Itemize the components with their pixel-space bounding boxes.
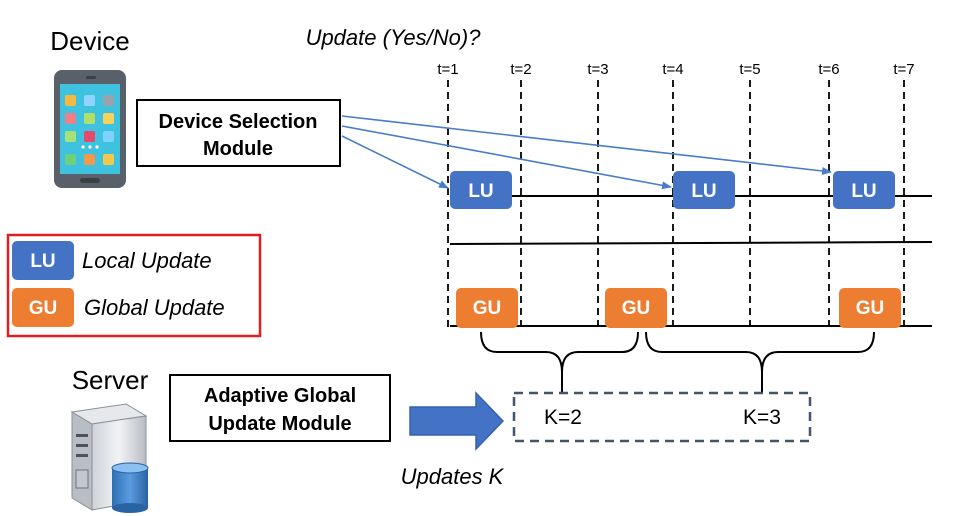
- device-selection-module: Device Selection Module: [136, 99, 341, 167]
- device-selection-module-line2: Module: [203, 138, 273, 160]
- adaptive-global-update-module: Adaptive Global Update Module: [169, 374, 391, 442]
- legend-item-global-update: GU Global Update: [12, 288, 225, 327]
- global-update-badge: GU: [605, 288, 667, 328]
- time-ticks: t=1 t=2 t=3 t=4 t=5 t=6 t=7: [437, 61, 915, 330]
- selection-arrow-t4: [341, 125, 672, 190]
- time-tick-label: t=4: [662, 61, 683, 78]
- legend-text-local-update: Local Update: [82, 248, 212, 273]
- legend: LU Local Update GU Global Update: [6, 233, 262, 338]
- server-label: Server: [72, 365, 149, 395]
- separator-line: [449, 241, 933, 245]
- time-tick-label: t=1: [437, 61, 458, 78]
- smartphone-icon: [54, 70, 126, 188]
- lu-label: LU: [851, 181, 876, 202]
- interval-brace-k3: [645, 331, 875, 373]
- legend-badge-gu: GU: [29, 298, 58, 319]
- time-tick-label: t=7: [893, 61, 914, 78]
- time-tick-label: t=3: [587, 61, 608, 78]
- global-update-badge: GU: [456, 288, 518, 328]
- gu-label: GU: [622, 298, 651, 319]
- lu-label: LU: [691, 181, 716, 202]
- local-update-badge: LU: [673, 171, 735, 209]
- gu-label: GU: [856, 298, 885, 319]
- time-tick-label: t=6: [818, 61, 839, 78]
- database-icon: [111, 462, 149, 513]
- adaptive-module-line2: Update Module: [208, 413, 351, 435]
- k-values-box: K=2 K=3: [512, 391, 812, 443]
- interval-brace-k2: [480, 331, 639, 373]
- device-selection-module-line1: Device Selection: [159, 111, 318, 133]
- update-flow-arrow: [409, 391, 505, 451]
- global-update-badge: GU: [839, 288, 901, 328]
- device-label: Device: [50, 26, 129, 56]
- question-label: Update (Yes/No)?: [306, 25, 482, 50]
- k-value-1: K=2: [544, 406, 582, 429]
- legend-badge-lu: LU: [30, 251, 55, 272]
- updates-k-label: Updates K: [401, 464, 505, 489]
- time-tick-label: t=2: [510, 61, 531, 78]
- local-update-badge: LU: [450, 171, 512, 209]
- selection-arrow-t1: [341, 135, 449, 189]
- k-value-2: K=3: [743, 406, 781, 429]
- lu-label: LU: [468, 181, 493, 202]
- local-update-badge: LU: [833, 171, 895, 209]
- legend-item-local-update: LU Local Update: [12, 241, 212, 280]
- time-tick-label: t=5: [739, 61, 760, 78]
- legend-text-global-update: Global Update: [84, 295, 225, 320]
- gu-label: GU: [473, 298, 502, 319]
- adaptive-module-line1: Adaptive Global: [204, 385, 356, 407]
- selection-arrows: [341, 115, 832, 190]
- selection-arrow-t6: [341, 115, 832, 175]
